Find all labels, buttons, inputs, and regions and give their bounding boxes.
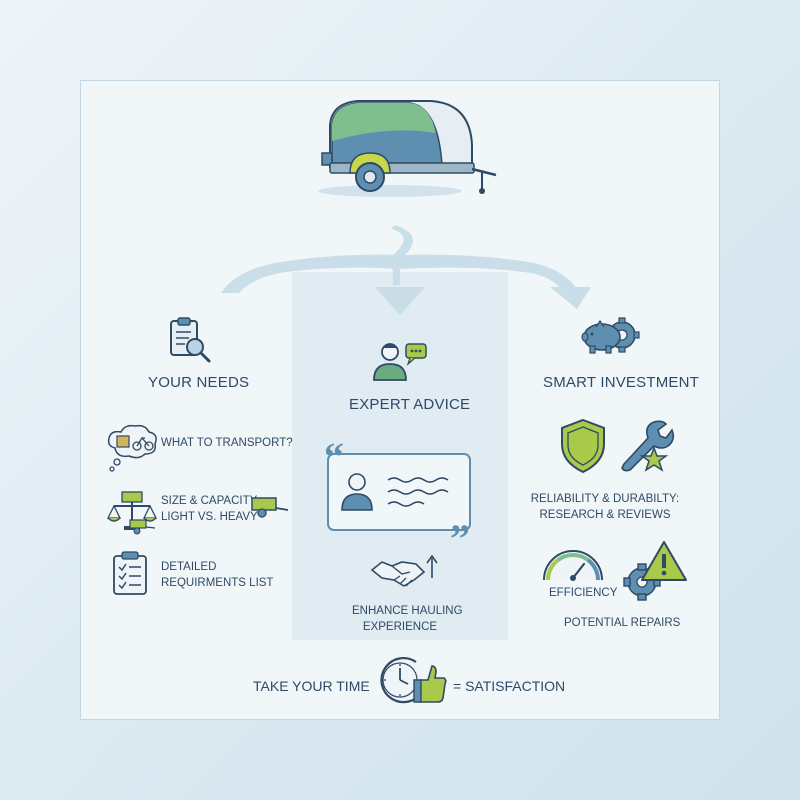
satisfaction-text: = SATISFACTION xyxy=(453,678,566,694)
camper-trailer-icon xyxy=(310,95,500,205)
size-capacity-label-line2: LIGHT vs. HEAVY xyxy=(161,511,258,523)
small-trailer-icon xyxy=(248,494,290,520)
reliability-label-line2: RESEARCH & REVIEWS xyxy=(539,509,671,521)
your-needs-heading: YOUR NEEDS xyxy=(148,374,250,391)
testimonial-card: “ ” xyxy=(322,434,480,561)
what-to-transport-label: WHAT TO TRANSPORT? xyxy=(161,437,293,449)
svg-text:”: ” xyxy=(450,516,470,561)
flow-arrows xyxy=(215,215,595,315)
shield-icon xyxy=(558,418,608,474)
expert-person-chat-icon xyxy=(372,338,428,384)
requirements-label-line2: REQUIRMENTS LIST xyxy=(161,577,274,589)
clock-thumbs-up-icon xyxy=(376,654,448,708)
efficiency-gauge-icon xyxy=(540,544,606,584)
thought-bubble-icon xyxy=(105,422,160,472)
gear-warning-icon xyxy=(622,540,688,602)
potential-repairs-label: POTENTIAL REPAIRS xyxy=(564,617,681,629)
enhance-hauling-label-line2: EXPERIENCE xyxy=(362,621,438,633)
svg-text:“: “ xyxy=(324,434,344,479)
tiny-trailer-icon xyxy=(128,518,156,536)
size-capacity-label-line1: SIZE & CAPACITY: xyxy=(161,495,260,507)
reliability-label-line1: RELIABILITY & DURABILTY: xyxy=(530,493,680,505)
requirements-label-line1: DETAILED xyxy=(161,561,217,573)
handshake-icon xyxy=(370,552,438,592)
checklist-icon xyxy=(110,550,150,596)
wrench-star-icon xyxy=(618,418,676,474)
smart-investment-heading: SMART INVESTMENT xyxy=(543,374,699,391)
take-your-time-text: TAKE YOUR TIME xyxy=(253,678,370,694)
clipboard-search-icon xyxy=(165,315,215,365)
expert-advice-heading: EXPERT ADVICE xyxy=(349,396,471,413)
piggy-bank-gear-icon xyxy=(580,315,640,357)
efficiency-label: EFFICIENCY xyxy=(549,587,618,599)
enhance-hauling-label-line1: ENHANCE HAULING xyxy=(352,605,463,617)
